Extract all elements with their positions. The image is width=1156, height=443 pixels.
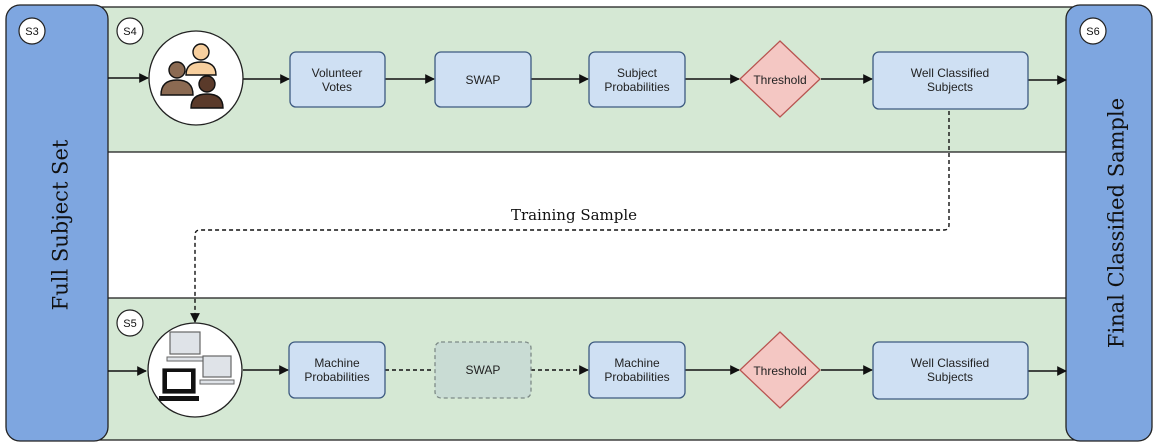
training-sample-connector xyxy=(190,111,950,323)
well-classified-bottom-line-2: Subjects xyxy=(927,370,973,384)
bottom-lane-arrows xyxy=(108,365,1067,376)
machine-prob-left-line-2: Probabilities xyxy=(304,370,369,384)
volunteer-votes-line-2: Votes xyxy=(322,80,352,94)
threshold-node-top: Threshold xyxy=(739,40,821,118)
well-classified-top-line-2: Subjects xyxy=(927,80,973,94)
final-classified-sample-panel xyxy=(1065,4,1153,442)
badge-s4: S4 xyxy=(116,17,144,45)
final-classified-sample-label: Final Classified Sample xyxy=(1105,98,1129,348)
swap-bottom-label: SWAP xyxy=(466,363,501,377)
badge-s6: S6 xyxy=(1079,17,1107,45)
threshold-bottom-label: Threshold xyxy=(753,364,806,378)
full-subject-set-label: Full Subject Set xyxy=(49,139,73,310)
badge-s5: S5 xyxy=(116,309,144,337)
subject-probabilities-line-1: Subject xyxy=(617,66,658,80)
swap-node-top: SWAP xyxy=(434,51,532,108)
volunteers-icon xyxy=(148,30,244,126)
well-classified-bottom-line-1: Well Classified xyxy=(911,356,989,370)
badge-s3: S3 xyxy=(18,17,46,45)
swap-top-label: SWAP xyxy=(466,73,501,87)
threshold-top-label: Threshold xyxy=(753,73,806,87)
machine-prob-right-line-1: Machine xyxy=(614,356,660,370)
badge-s4-text: S4 xyxy=(123,26,136,38)
badge-s5-text: S5 xyxy=(123,318,136,330)
volunteer-votes-line-1: Volunteer xyxy=(312,66,363,80)
badge-s3-text: S3 xyxy=(25,26,38,38)
machine-prob-right-line-2: Probabilities xyxy=(604,370,669,384)
badge-s6-text: S6 xyxy=(1086,26,1099,38)
computers-icon xyxy=(147,322,243,418)
training-sample-label: Training Sample xyxy=(511,206,637,224)
full-subject-set-panel xyxy=(5,4,109,442)
subject-probabilities-line-2: Probabilities xyxy=(604,80,669,94)
top-lane-arrows xyxy=(108,73,1067,85)
machine-prob-left-line-1: Machine xyxy=(314,356,360,370)
threshold-node-bottom: Threshold xyxy=(739,331,821,409)
swap-node-bottom: SWAP xyxy=(434,341,532,399)
well-classified-top-line-1: Well Classified xyxy=(911,66,989,80)
